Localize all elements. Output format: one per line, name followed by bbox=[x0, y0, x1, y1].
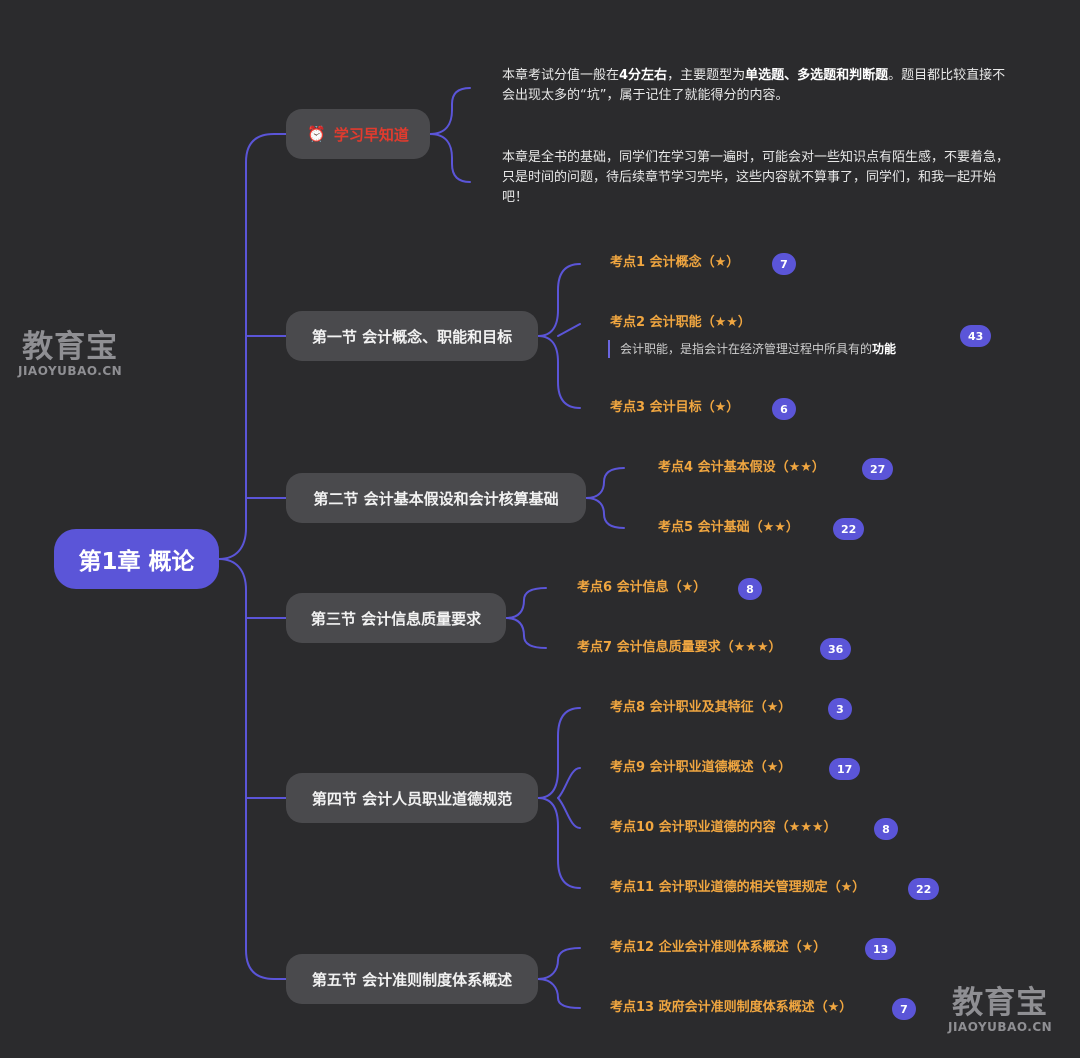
section-node-intro[interactable]: ⏰ 学习早知道 bbox=[286, 109, 430, 159]
point-2-note: 会计职能，是指会计在经济管理过程中所具有的功能 bbox=[608, 340, 896, 358]
point-12[interactable]: 考点12 企业会计准则体系概述（★） bbox=[610, 940, 827, 955]
watermark-en: JIAOYUBAO.CN bbox=[948, 1020, 1053, 1034]
watermark-right: 教育宝 JIAOYUBAO.CN bbox=[948, 986, 1052, 1034]
watermark-cn: 教育宝 bbox=[952, 985, 1049, 1021]
point-11[interactable]: 考点11 会计职业道德的相关管理规定（★） bbox=[610, 880, 866, 895]
point-4[interactable]: 考点4 会计基本假设（★★） bbox=[658, 460, 825, 475]
section-node-4[interactable]: 第四节 会计人员职业道德规范 bbox=[286, 773, 538, 823]
point-10-count-badge: 8 bbox=[874, 818, 898, 840]
watermark-cn: 教育宝 bbox=[22, 329, 119, 365]
point-3-count-badge: 6 bbox=[772, 398, 796, 420]
point-6-count-badge: 8 bbox=[738, 578, 762, 600]
point-7-count-badge: 36 bbox=[820, 638, 852, 660]
point-1[interactable]: 考点1 会计概念（★） bbox=[610, 255, 740, 270]
root-node[interactable]: 第1章 概论 bbox=[54, 529, 219, 589]
point-13-count-badge: 7 bbox=[892, 998, 916, 1020]
section-node-5[interactable]: 第五节 会计准则制度体系概述 bbox=[286, 954, 538, 1004]
point-2-count-badge: 43 bbox=[960, 325, 992, 347]
section-node-1[interactable]: 第一节 会计概念、职能和目标 bbox=[286, 311, 538, 361]
point-4-count-badge: 27 bbox=[862, 458, 894, 480]
point-8-count-badge: 3 bbox=[828, 698, 852, 720]
section-node-3[interactable]: 第三节 会计信息质量要求 bbox=[286, 593, 506, 643]
point-5-count-badge: 22 bbox=[833, 518, 865, 540]
point-7[interactable]: 考点7 会计信息质量要求（★★★） bbox=[577, 640, 782, 655]
point-9[interactable]: 考点9 会计职业道德概述（★） bbox=[610, 760, 792, 775]
point-5[interactable]: 考点5 会计基础（★★） bbox=[658, 520, 799, 535]
intro-title: 学习早知道 bbox=[333, 125, 409, 144]
watermark-left: 教育宝 JIAOYUBAO.CN bbox=[18, 330, 122, 378]
point-11-count-badge: 22 bbox=[908, 878, 940, 900]
intro-question-types: 单选题、多选题和判断题 bbox=[745, 68, 889, 83]
intro-paragraph-2: 本章是全书的基础，同学们在学习第一遍时，可能会对一些知识点有陌生感，不要着急，只… bbox=[502, 150, 1010, 205]
point-13[interactable]: 考点13 政府会计准则制度体系概述（★） bbox=[610, 1000, 853, 1015]
point-1-count-badge: 7 bbox=[772, 253, 796, 275]
point-12-count-badge: 13 bbox=[865, 938, 897, 960]
point-8[interactable]: 考点8 会计职业及其特征（★） bbox=[610, 700, 792, 715]
alarm-clock-icon: ⏰ bbox=[307, 125, 326, 143]
intro-score: 4分左右 bbox=[619, 68, 668, 83]
point-6[interactable]: 考点6 会计信息（★） bbox=[577, 580, 707, 595]
point-3[interactable]: 考点3 会计目标（★） bbox=[610, 400, 740, 415]
watermark-en: JIAOYUBAO.CN bbox=[18, 364, 123, 378]
point-2[interactable]: 考点2 会计职能（★★） bbox=[610, 315, 751, 330]
point-10[interactable]: 考点10 会计职业道德的内容（★★★） bbox=[610, 820, 837, 835]
point-9-count-badge: 17 bbox=[829, 758, 861, 780]
section-node-2[interactable]: 第二节 会计基本假设和会计核算基础 bbox=[286, 473, 586, 523]
intro-paragraph-1: 本章考试分值一般在4分左右，主要题型为单选题、多选题和判断题。题目都比较直接不会… bbox=[502, 68, 1006, 103]
